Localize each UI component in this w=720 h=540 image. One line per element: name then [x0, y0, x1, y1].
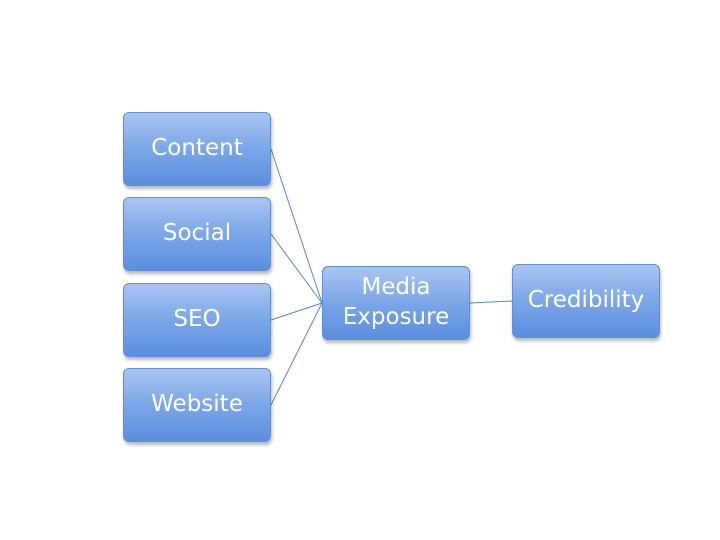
node-credibility: Credibility: [512, 264, 660, 338]
connector-website-media: [270, 302, 323, 406]
connector-social-media: [270, 233, 323, 304]
connector-content-media: [270, 148, 323, 304]
connector-media-credibility: [469, 300, 513, 304]
node-social: Social: [123, 197, 271, 271]
node-website: Website: [123, 368, 271, 442]
node-seo: SEO: [123, 283, 271, 357]
connector-seo-media: [270, 302, 323, 321]
node-content: Content: [123, 112, 271, 186]
node-media-exposure: Media Exposure: [322, 266, 470, 340]
